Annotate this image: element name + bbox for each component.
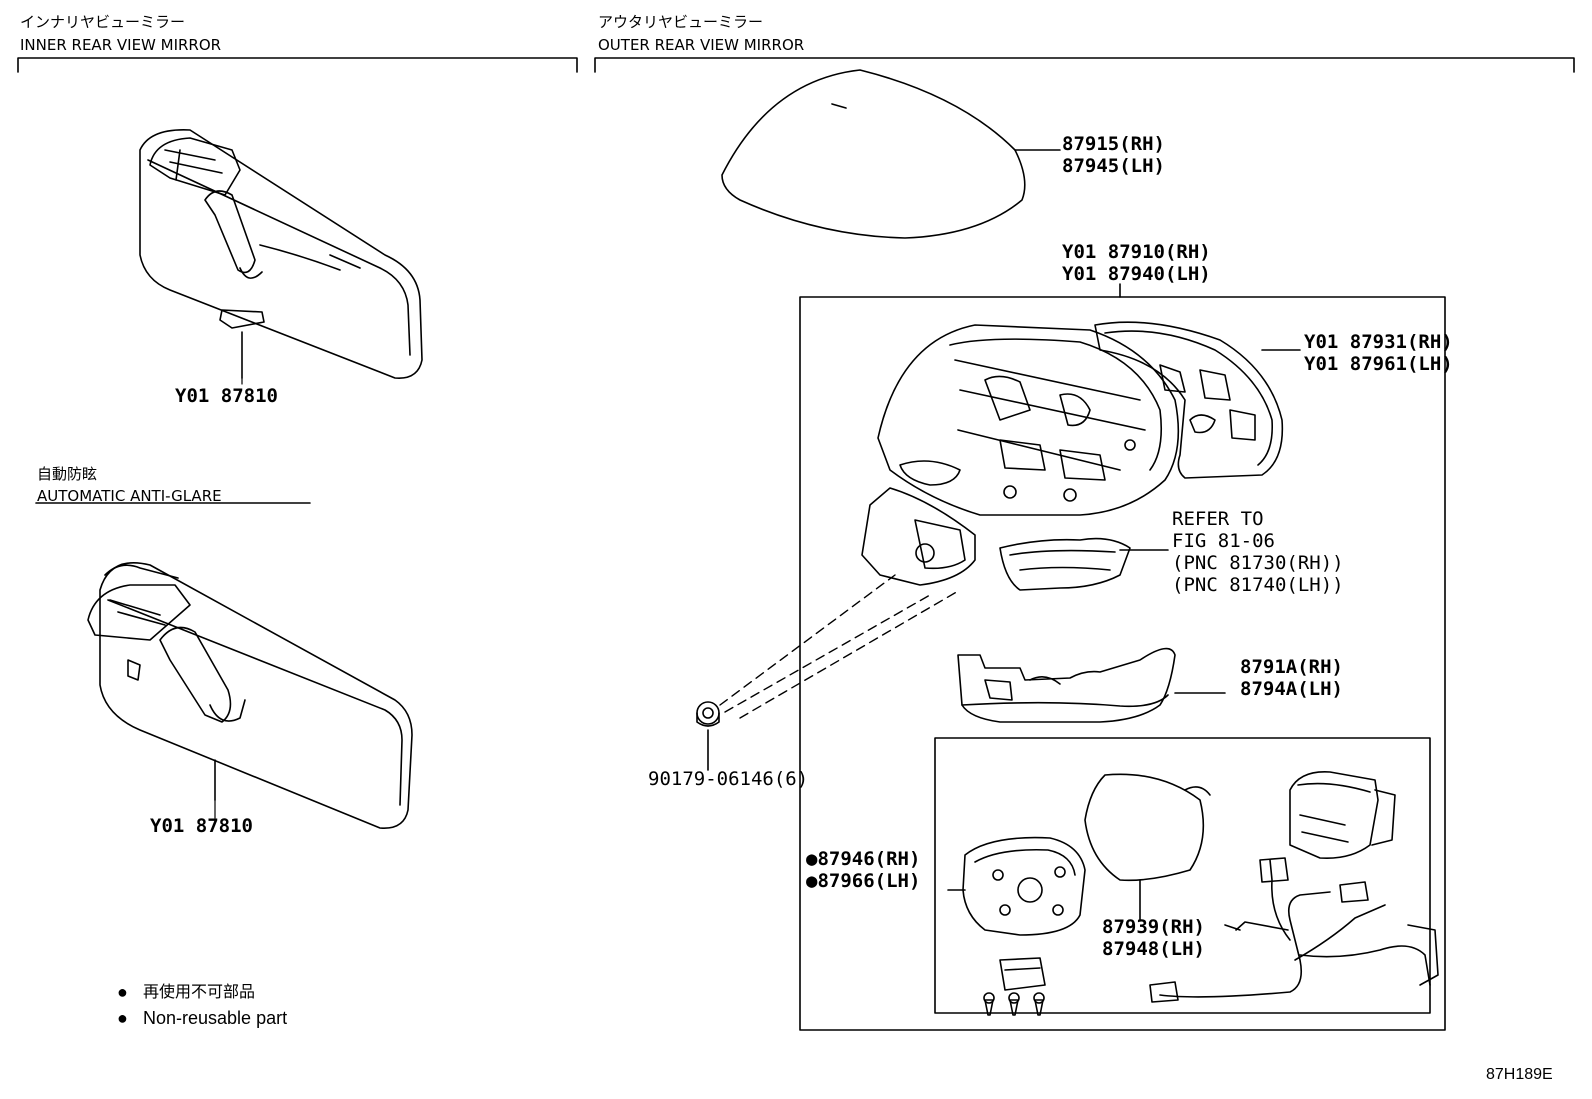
clip-part-number[interactable]: 90179-06146(6) bbox=[648, 768, 809, 790]
figure-code: 87H189E bbox=[1486, 1066, 1553, 1083]
inner-mirror-part-number[interactable]: Y01 87810 bbox=[175, 385, 278, 407]
glass-rh-part-number[interactable]: 87939(RH) bbox=[1102, 916, 1205, 938]
glass-lh-part-number[interactable]: 87948(LH) bbox=[1102, 938, 1205, 960]
connector-and-screws-drawing[interactable] bbox=[983, 957, 1046, 1016]
refer-pnc-rh-label: (PNC 81730(RH)) bbox=[1172, 552, 1344, 574]
mirror-body-drawing[interactable] bbox=[861, 324, 1180, 586]
mirror-glass-subassembly-box bbox=[934, 737, 1431, 1014]
lower-visor-drawing[interactable] bbox=[957, 647, 1226, 723]
mirror-holder-drawing[interactable] bbox=[947, 836, 1086, 936]
clip-drawing[interactable] bbox=[696, 701, 720, 771]
assembly-rh-part-number[interactable]: Y01 87910(RH) bbox=[1062, 241, 1211, 263]
leader-lines bbox=[214, 377, 243, 819]
legend-bullet-en: ● bbox=[117, 1008, 128, 1028]
refer-pnc-lh-label: (PNC 81740(LH)) bbox=[1172, 574, 1344, 596]
outer-section-bracket bbox=[594, 57, 1575, 73]
anti-glare-mirror-part-number[interactable]: Y01 87810 bbox=[150, 815, 253, 837]
anti-glare-mirror-drawing[interactable] bbox=[87, 561, 413, 829]
legend-bullet-ja: ● bbox=[117, 982, 128, 1002]
mirror-cover-drawing[interactable] bbox=[721, 69, 1061, 239]
outer-mirror-title-ja: アウタリヤビューミラー bbox=[598, 13, 764, 31]
legend-text-en: Non-reusable part bbox=[143, 1008, 288, 1028]
inner-mirror-title-en: INNER REAR VIEW MIRROR bbox=[20, 36, 222, 54]
visor-rh-part-number[interactable]: 8791A(RH) bbox=[1240, 656, 1343, 678]
housing-lh-part-number[interactable]: Y01 87961(LH) bbox=[1304, 353, 1453, 375]
inner-section-bracket bbox=[17, 57, 578, 73]
assembly-lh-part-number[interactable]: Y01 87940(LH) bbox=[1062, 263, 1211, 285]
cover-lh-part-number[interactable]: 87945(LH) bbox=[1062, 155, 1165, 177]
housing-rh-part-number[interactable]: Y01 87931(RH) bbox=[1304, 331, 1453, 353]
refer-fig-label[interactable]: FIG 81-06 bbox=[1172, 530, 1275, 552]
holder-lh-part-number[interactable]: ●87966(LH) bbox=[806, 870, 921, 892]
wire-harness-drawing[interactable] bbox=[1149, 857, 1439, 1003]
mirror-housing-drawing[interactable] bbox=[1094, 321, 1301, 479]
visor-lh-part-number[interactable]: 8794A(LH) bbox=[1240, 678, 1343, 700]
assembly-dashed-lines bbox=[719, 574, 961, 719]
outer-mirror-title-en: OUTER REAR VIEW MIRROR bbox=[598, 36, 805, 54]
mirror-motor-drawing[interactable] bbox=[1289, 771, 1396, 860]
legend-text-ja: 再使用不可部品 bbox=[143, 982, 256, 1001]
inner-mirror-drawing[interactable] bbox=[139, 129, 423, 379]
outer-mirror-assembly-box bbox=[799, 296, 1446, 1031]
holder-rh-part-number[interactable]: ●87946(RH) bbox=[806, 848, 921, 870]
cover-rh-part-number[interactable]: 87915(RH) bbox=[1062, 133, 1165, 155]
anti-glare-title-ja: 自動防眩 bbox=[37, 465, 98, 483]
refer-to-label: REFER TO bbox=[1172, 508, 1264, 530]
inner-mirror-title-ja: インナリヤビューミラー bbox=[20, 13, 186, 31]
mirror-glass-drawing[interactable] bbox=[1084, 773, 1211, 921]
anti-glare-title-en: AUTOMATIC ANTI-GLARE bbox=[37, 487, 222, 505]
turn-signal-lamp-drawing[interactable] bbox=[999, 537, 1169, 591]
